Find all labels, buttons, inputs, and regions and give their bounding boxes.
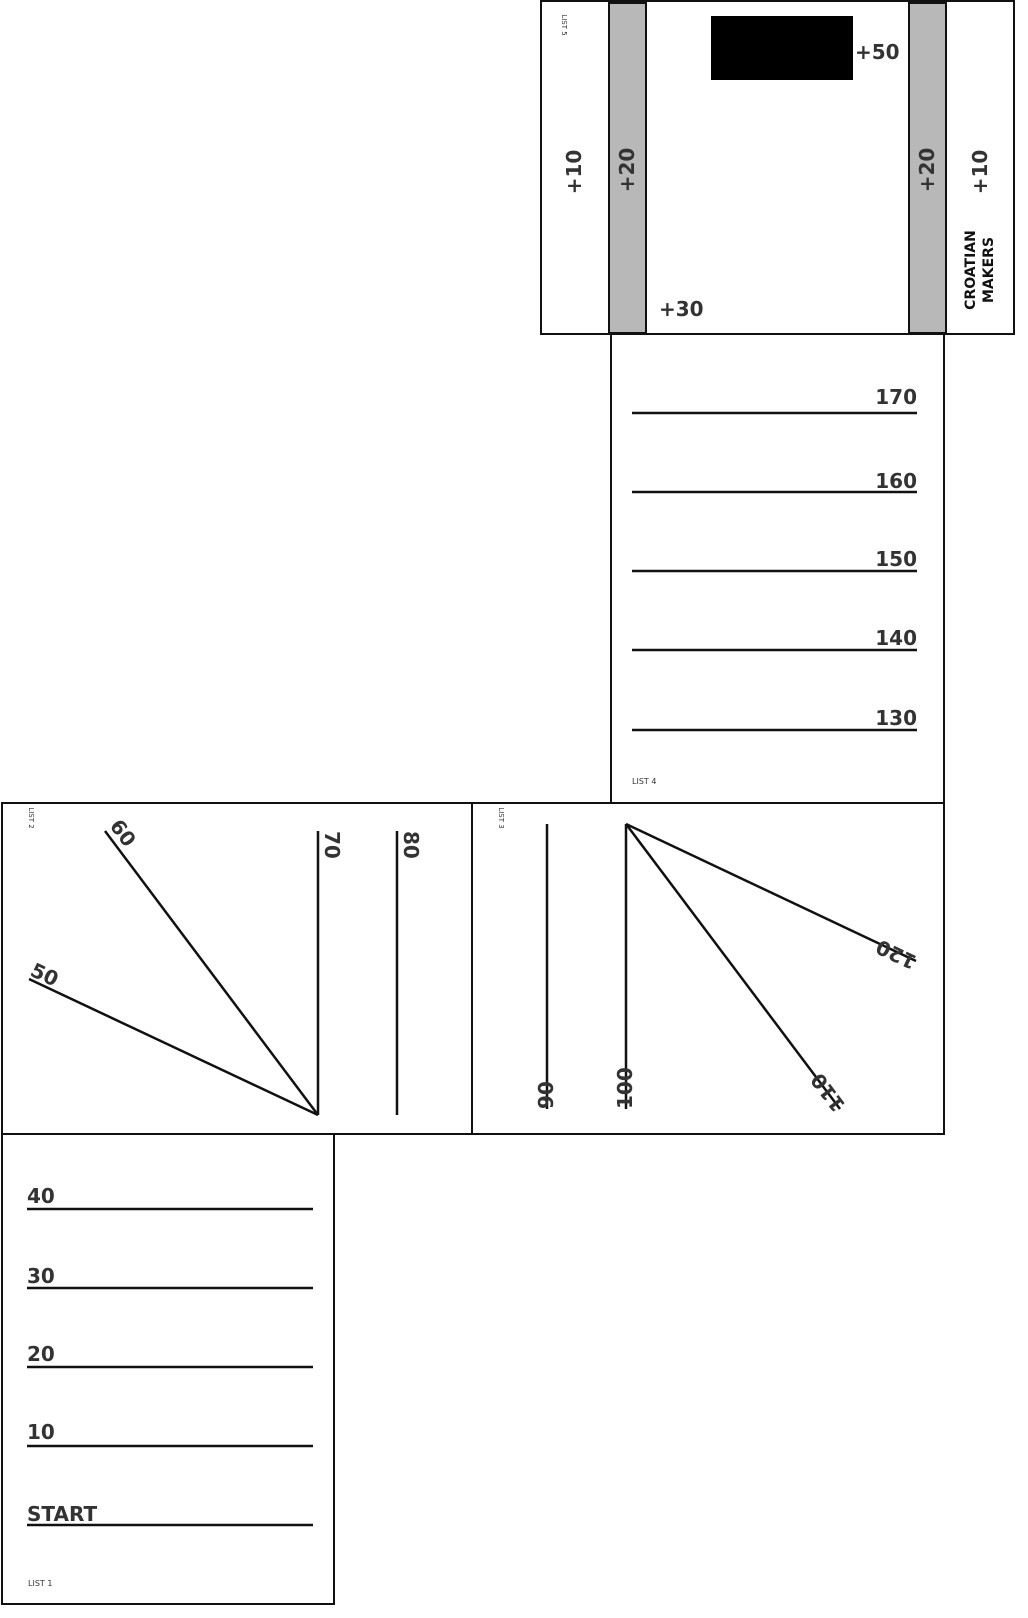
sheet-1-label: LIST 1: [28, 1579, 52, 1588]
mark-label-90: 90: [534, 1081, 558, 1109]
mark-label-130: 130: [875, 706, 917, 730]
mark-label-20: 20: [27, 1342, 55, 1366]
left-bumper-strip: [608, 2, 647, 334]
mark-label-50: 50: [27, 958, 62, 992]
sheet-list-2: 50 60 70 80 LIST 2: [1, 802, 473, 1135]
sheet-2-label: LIST 2: [27, 807, 35, 828]
sheet-list-5: LIST 5 +10 +20 +30 +50 +20 +10 CROATIAN …: [540, 0, 1015, 335]
brand-line-1: CROATIAN: [963, 230, 979, 310]
mark-label-110: 110: [806, 1069, 850, 1117]
right-strip-bonus: +20: [915, 148, 939, 193]
mark-label-30: 30: [27, 1264, 55, 1288]
mark-line-110: [625, 823, 841, 1110]
mark-label-120: 120: [872, 935, 920, 975]
sheet-3-border: [471, 802, 945, 1135]
sheet-list-4: 170 160 150 140 130 LIST 4: [610, 333, 945, 804]
mark-label-140: 140: [875, 626, 917, 650]
sheet-4-label: LIST 4: [632, 777, 656, 786]
mark-label-60: 60: [105, 815, 141, 852]
sheet-5-label: LIST 5: [560, 14, 568, 35]
mark-label-160: 160: [875, 469, 917, 493]
mark-label-80: 80: [399, 831, 423, 859]
brand-line-2: MAKERS: [981, 237, 997, 303]
bottom-bonus: +30: [659, 297, 704, 321]
sheet-1-border: [1, 1133, 335, 1605]
sheet-list-3: 90 100 110 120 LIST 3: [471, 802, 945, 1135]
left-outer-bonus: +10: [562, 150, 586, 195]
sheet-3-label: LIST 3: [497, 807, 505, 828]
mark-label-start: START: [27, 1502, 97, 1526]
mark-line-60: [104, 830, 319, 1116]
right-outer-bonus: +10: [968, 150, 992, 195]
sheet-list-1: 40 30 20 10 START LIST 1: [1, 1133, 335, 1605]
mark-label-170: 170: [875, 385, 917, 409]
target-bonus: +50: [855, 40, 900, 64]
mark-label-40: 40: [27, 1184, 55, 1208]
left-strip-bonus: +20: [615, 148, 639, 193]
mark-label-150: 150: [875, 547, 917, 571]
mark-label-10: 10: [27, 1420, 55, 1444]
mark-label-70: 70: [320, 831, 344, 859]
target-block: [711, 16, 853, 80]
mark-label-100: 100: [613, 1067, 637, 1109]
mark-line-50: [28, 977, 319, 1117]
mark-line-120: [625, 822, 917, 963]
